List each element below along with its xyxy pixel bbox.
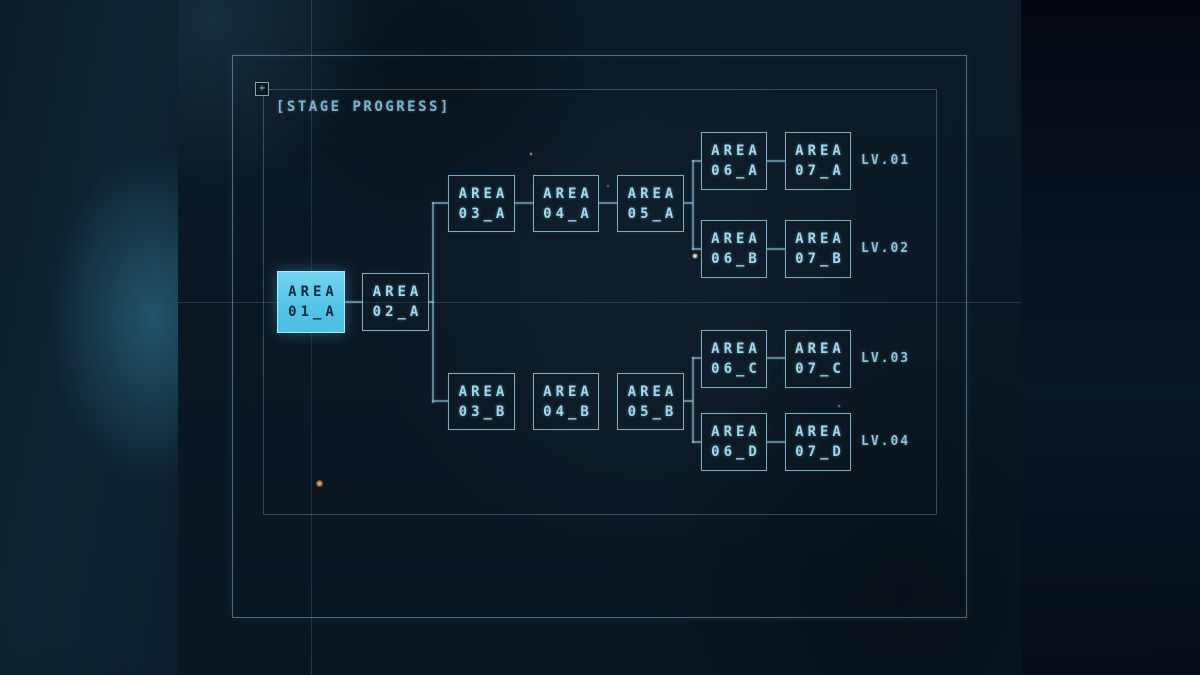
connector	[692, 357, 701, 359]
level-label-lv02: LV.02	[861, 241, 911, 256]
connector	[684, 400, 693, 402]
node-label-top: AREA	[288, 284, 338, 300]
node-label-bottom: 05_A	[627, 205, 678, 222]
connector	[429, 301, 434, 303]
node-label-top: AREA	[711, 143, 761, 159]
node-label-top: AREA	[795, 341, 845, 357]
stage-node-area-07-a[interactable]: AREA 07_A	[785, 132, 851, 190]
node-label-bottom: 07_A	[795, 163, 845, 179]
node-label-top: AREA	[543, 185, 593, 202]
stage-node-area-01-a[interactable]: AREA 01_A	[277, 271, 345, 333]
stage-node-area-06-c[interactable]: AREA 06_C	[701, 330, 767, 388]
node-label-top: AREA	[627, 383, 678, 400]
stage-node-area-05-a[interactable]: AREA 05_A	[617, 175, 684, 232]
dust-particle	[606, 184, 610, 188]
dust-particle	[837, 404, 841, 408]
connector	[432, 400, 448, 402]
stage-node-area-05-b[interactable]: AREA 05_B	[617, 373, 684, 430]
node-label-top: AREA	[627, 185, 678, 202]
node-label-bottom: 04_A	[543, 205, 593, 222]
node-label-bottom: 06_C	[711, 361, 761, 377]
outer-frame	[232, 55, 967, 618]
connector-branch	[692, 357, 694, 443]
node-label-top: AREA	[543, 383, 593, 400]
node-label-bottom: 03_A	[458, 205, 509, 222]
connector	[692, 441, 701, 443]
stage-node-area-04-b[interactable]: AREA 04_B	[533, 373, 599, 430]
stage-node-area-06-d[interactable]: AREA 06_D	[701, 413, 767, 471]
node-label-bottom: 05_B	[627, 403, 678, 420]
node-label-bottom: 06_B	[711, 251, 761, 267]
node-label-bottom: 07_C	[795, 361, 845, 377]
connector	[345, 301, 363, 303]
stage-node-area-03-b[interactable]: AREA 03_B	[448, 373, 515, 430]
stage-node-area-02-a[interactable]: AREA 02_A	[362, 273, 429, 331]
corner-marker-icon: +	[255, 82, 269, 96]
connector	[767, 441, 785, 443]
node-label-bottom: 02_A	[372, 304, 423, 320]
connector	[599, 202, 617, 204]
node-label-bottom: 06_A	[711, 163, 761, 179]
node-label-bottom: 07_D	[795, 444, 845, 460]
connector	[432, 202, 448, 204]
crt-screen-surface	[178, 0, 1021, 675]
stage-node-area-07-d[interactable]: AREA 07_D	[785, 413, 851, 471]
selection-crosshair-vertical	[311, 0, 312, 675]
connector	[684, 202, 693, 204]
connector	[767, 160, 785, 162]
node-label-top: AREA	[711, 231, 761, 247]
selection-crosshair-horizontal	[178, 302, 1021, 303]
dust-particle	[529, 152, 533, 156]
level-label-lv04: LV.04	[861, 434, 911, 449]
level-label-lv03: LV.03	[861, 351, 911, 366]
background-right-panel	[1021, 0, 1200, 675]
connector	[692, 160, 701, 162]
node-label-bottom: 01_A	[288, 304, 338, 320]
page-title: [STAGE PROGRESS]	[276, 99, 451, 115]
node-label-bottom: 03_B	[458, 403, 509, 420]
connector-branch	[432, 202, 434, 403]
connector	[515, 202, 533, 204]
stage-node-area-03-a[interactable]: AREA 03_A	[448, 175, 515, 232]
stage-node-area-04-a[interactable]: AREA 04_A	[533, 175, 599, 232]
stage-node-area-07-b[interactable]: AREA 07_B	[785, 220, 851, 278]
dust-particle	[316, 480, 323, 487]
node-label-top: AREA	[795, 231, 845, 247]
dust-particle	[692, 253, 698, 259]
corner-marker-glyph: +	[258, 83, 266, 94]
connector	[767, 248, 785, 250]
node-label-top: AREA	[795, 424, 845, 440]
node-label-top: AREA	[458, 185, 509, 202]
node-label-top: AREA	[711, 341, 761, 357]
connector	[692, 248, 701, 250]
inner-frame	[263, 89, 937, 515]
stage-node-area-07-c[interactable]: AREA 07_C	[785, 330, 851, 388]
background-left-panel	[0, 0, 178, 675]
connector-branch	[692, 160, 694, 250]
level-label-lv01: LV.01	[861, 153, 911, 168]
stage-node-area-06-a[interactable]: AREA 06_A	[701, 132, 767, 190]
node-label-bottom: 07_B	[795, 251, 845, 267]
node-label-bottom: 06_D	[711, 444, 761, 460]
node-label-top: AREA	[372, 284, 423, 300]
node-label-top: AREA	[458, 383, 509, 400]
node-label-top: AREA	[795, 143, 845, 159]
node-label-top: AREA	[711, 424, 761, 440]
connector	[767, 357, 785, 359]
stage-node-area-06-b[interactable]: AREA 06_B	[701, 220, 767, 278]
node-label-bottom: 04_B	[543, 403, 593, 420]
